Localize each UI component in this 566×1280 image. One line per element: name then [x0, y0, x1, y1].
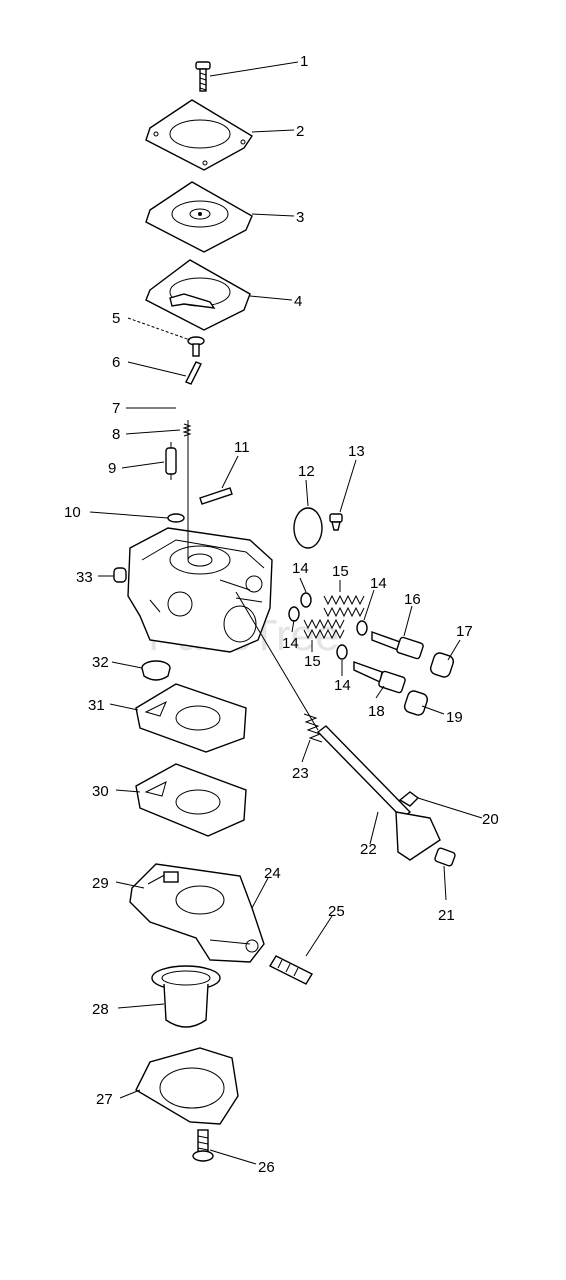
callout-23: 23: [292, 765, 309, 782]
callout-17: 17: [456, 623, 473, 640]
part-14-washer-lower-left: [288, 606, 300, 622]
callout-1: 1: [300, 53, 308, 70]
part-30-gasket: [135, 763, 247, 837]
part-2-cover-plate: [145, 99, 253, 171]
callout-6: 6: [112, 354, 120, 371]
callout-21: 21: [438, 907, 455, 924]
part-24-pump-cover: [129, 863, 265, 963]
part-9-needle: [165, 442, 177, 480]
callout-33: 33: [76, 569, 93, 586]
part-19-cap: [403, 690, 429, 716]
part-11-pin: [199, 487, 233, 505]
part-1-screw: [195, 61, 211, 92]
carburetor-body: [127, 420, 273, 653]
callout-29: 29: [92, 875, 109, 892]
part-15-spring-lower: [303, 618, 345, 640]
callout-3: 3: [296, 209, 304, 226]
callout-9: 9: [108, 460, 116, 477]
part-22-throttle-shaft: [235, 591, 441, 861]
callout-22: 22: [360, 841, 377, 858]
leader-lines: [89, 61, 483, 1165]
callout-20: 20: [482, 811, 499, 828]
callout-14d: 14: [334, 677, 351, 694]
part-14-washer-lower-right: [336, 644, 348, 660]
callout-11: 11: [234, 439, 250, 456]
callout-13: 13: [348, 443, 365, 460]
part-13-screw: [329, 513, 343, 531]
callout-31: 31: [88, 697, 105, 714]
callout-30: 30: [92, 783, 109, 800]
part-10-washer: [167, 513, 185, 523]
callout-14a: 14: [292, 560, 309, 577]
callout-27: 27: [96, 1091, 113, 1108]
callout-15b: 15: [304, 653, 321, 670]
part-15-spring-upper: [323, 594, 365, 618]
part-31-diaphragm: [135, 683, 247, 753]
callout-26: 26: [258, 1159, 275, 1176]
part-26-screw: [192, 1129, 214, 1162]
callout-12: 12: [298, 463, 315, 480]
callout-19: 19: [446, 709, 463, 726]
callout-14b: 14: [370, 575, 387, 592]
part-28-filter-cup: [151, 965, 221, 1028]
part-8-spring: [182, 423, 192, 437]
part-27-gasket: [135, 1047, 239, 1125]
callout-8: 8: [112, 426, 120, 443]
callout-5: 5: [112, 310, 120, 327]
callout-labels: 1 2 3 4 5 6 7 8 9 10 11 12 13 14 15 14 1…: [64, 53, 499, 1176]
part-33-plug: [113, 567, 127, 583]
callout-28: 28: [92, 1001, 109, 1018]
part-7-lever: [169, 293, 216, 309]
part-5-screw: [187, 336, 205, 357]
callout-25: 25: [328, 903, 345, 920]
part-23-spring: [303, 713, 323, 743]
callout-15a: 15: [332, 563, 349, 580]
callout-10: 10: [64, 504, 81, 521]
part-6-pin: [185, 361, 202, 385]
callout-18: 18: [368, 703, 385, 720]
callout-2: 2: [296, 123, 304, 140]
callout-24: 24: [264, 865, 281, 882]
part-21-nut: [434, 847, 456, 867]
part-14-washer-upper-left: [300, 592, 312, 608]
part-14-washer-upper-right: [356, 620, 368, 636]
part-3-diaphragm: [145, 181, 253, 253]
part-25-screw: [269, 955, 313, 985]
callout-14c: 14: [282, 635, 299, 652]
part-18-needle-screw: [353, 661, 406, 694]
callout-7: 7: [112, 400, 120, 417]
callout-16: 16: [404, 591, 421, 608]
callout-4: 4: [294, 293, 302, 310]
part-17-cap: [429, 652, 455, 678]
part-16-needle-screw: [371, 631, 424, 660]
part-4-gasket: [145, 259, 251, 331]
part-32-plug: [141, 660, 171, 681]
part-12-throttle-plate: [293, 507, 323, 549]
callout-32: 32: [92, 654, 109, 671]
